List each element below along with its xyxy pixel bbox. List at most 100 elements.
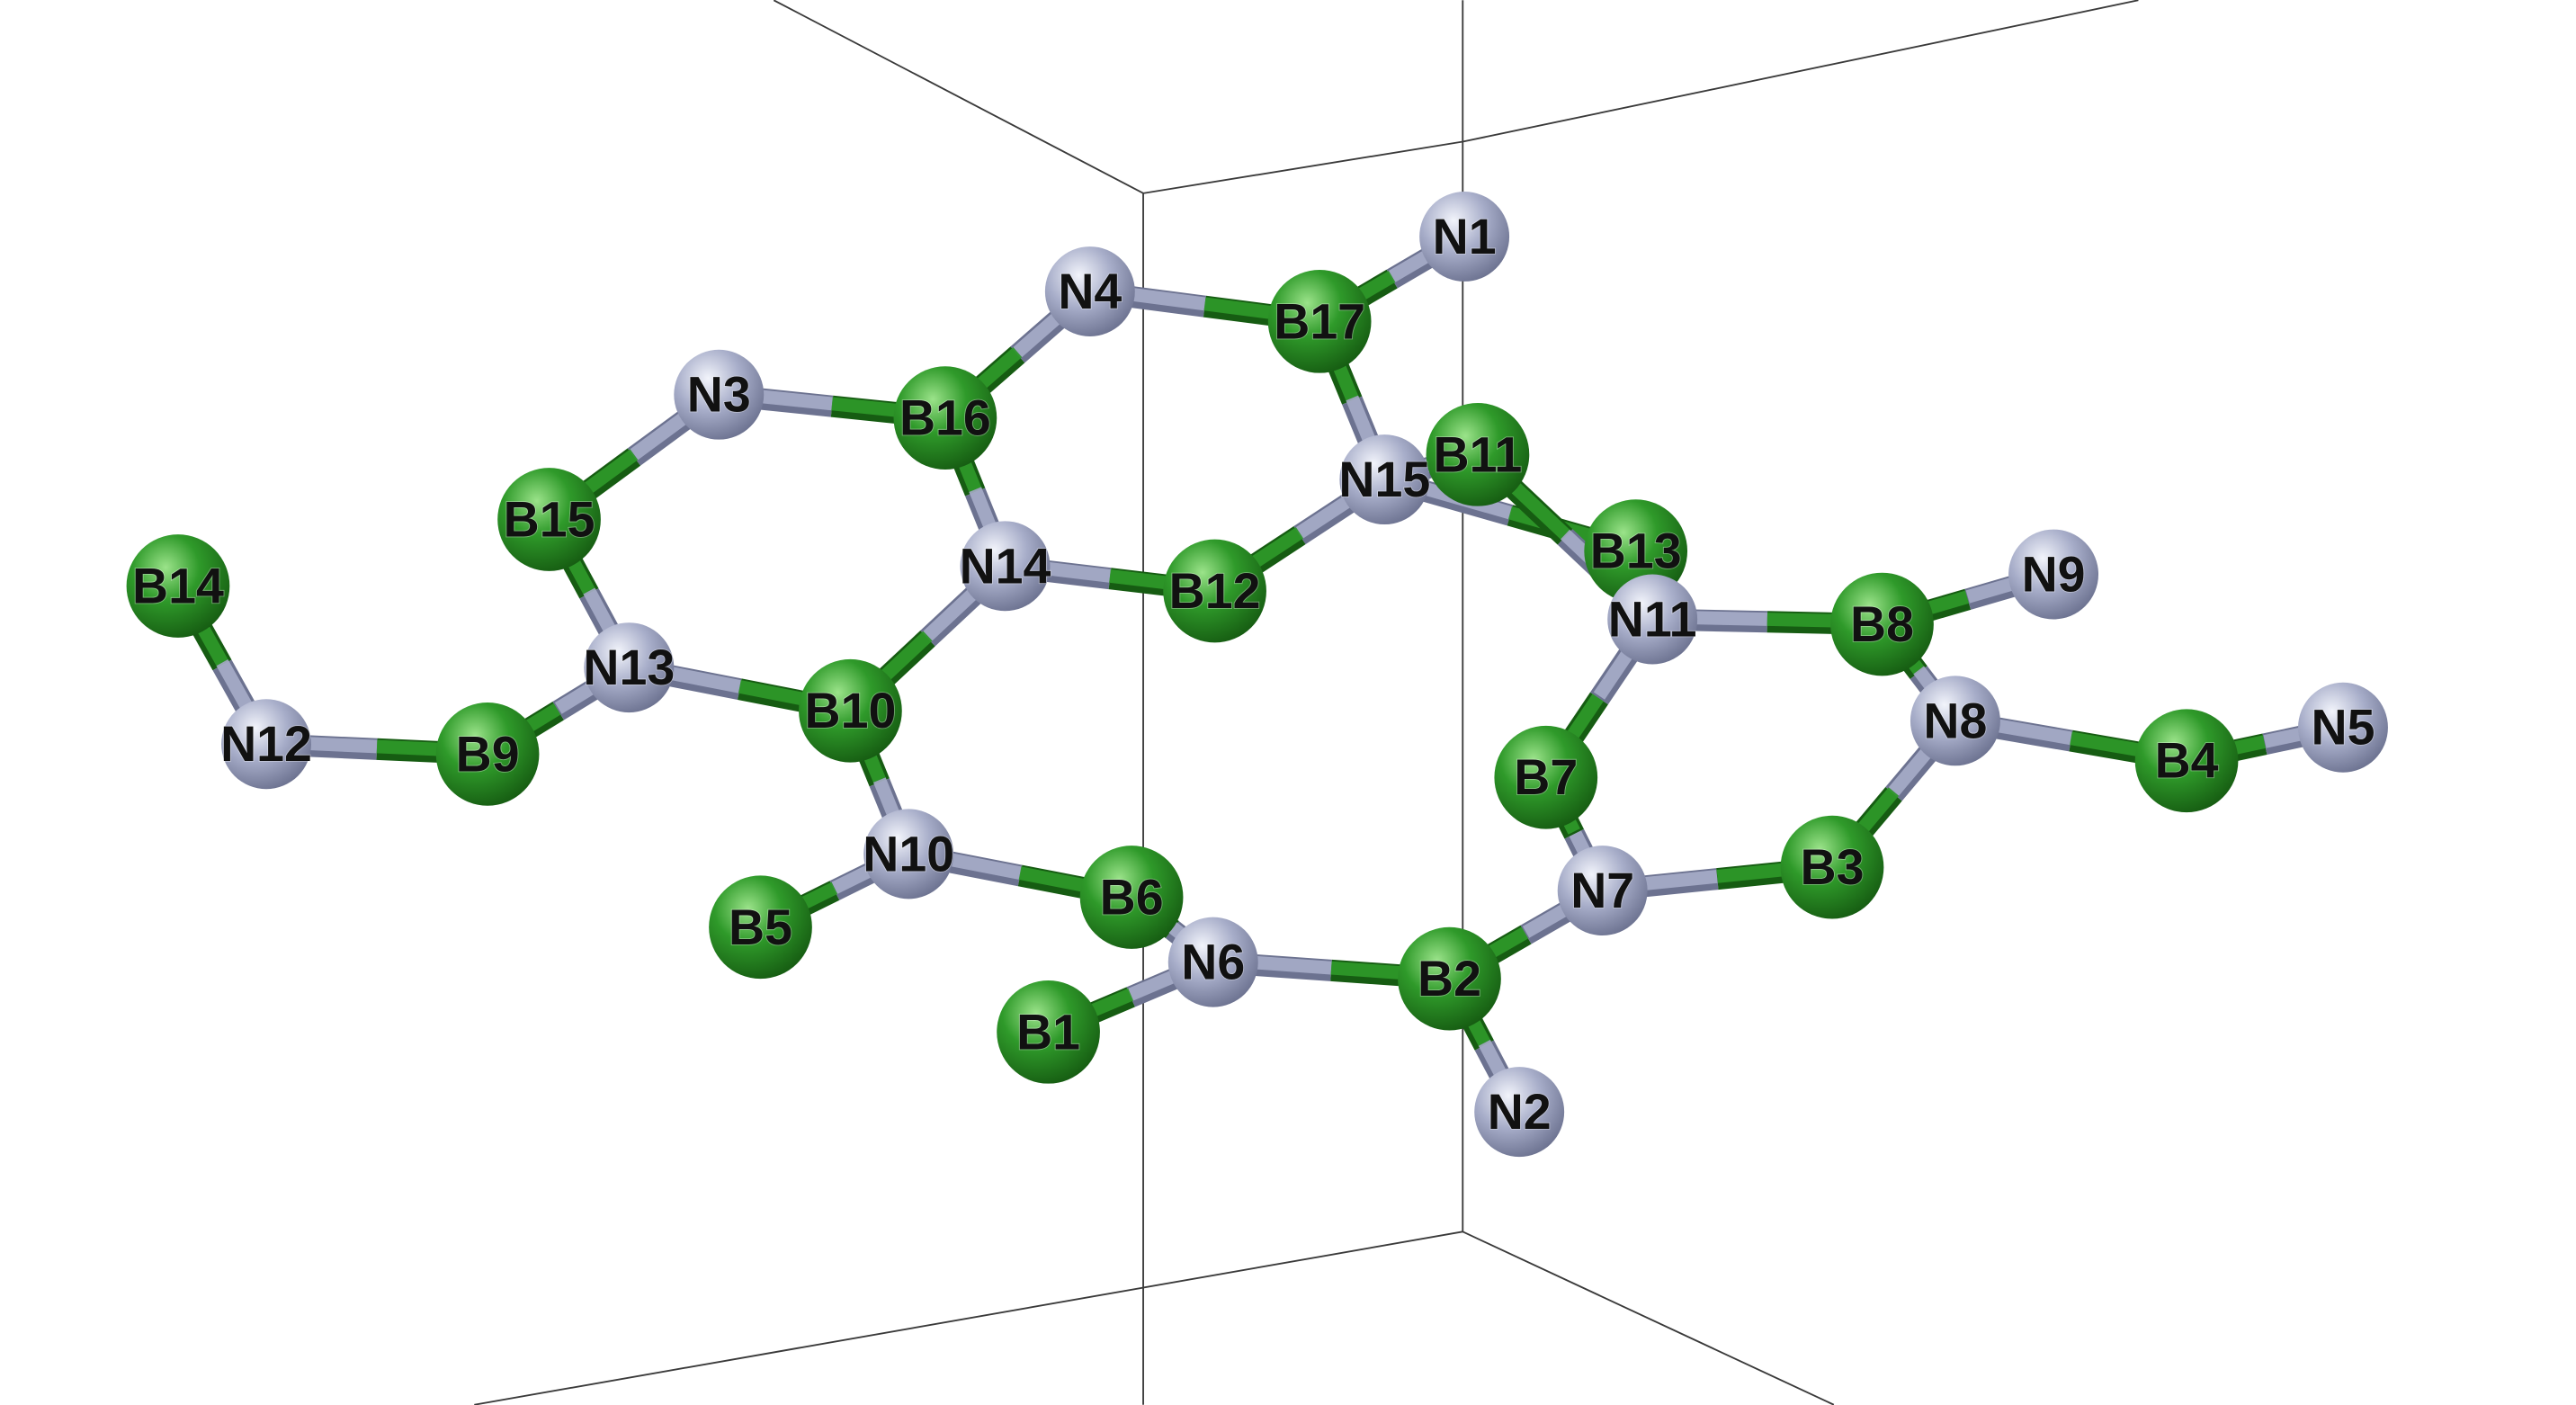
boron-sphere (2134, 709, 2239, 813)
nitrogen-sphere (1044, 246, 1135, 336)
atom-label: B17 (1274, 293, 1365, 349)
atom-label: B4 (2155, 733, 2219, 789)
atom-b17[interactable]: B17 (1267, 269, 1372, 373)
atom-label: N15 (1338, 452, 1430, 507)
atom-label: B9 (456, 726, 520, 782)
atom-b10[interactable]: B10 (799, 658, 902, 763)
atom-label: B6 (1100, 869, 1164, 925)
boron-sphere (1426, 402, 1530, 506)
atom-b8[interactable]: B8 (1830, 572, 1934, 676)
atom-label: N10 (863, 826, 954, 881)
atom-n4[interactable]: N4 (1044, 246, 1135, 336)
atom-label: B2 (1418, 951, 1481, 1007)
atom-b2[interactable]: B2 (1398, 926, 1501, 1031)
nitrogen-sphere (2298, 682, 2388, 773)
atom-label: N13 (583, 640, 675, 695)
atom-n2[interactable]: N2 (1474, 1067, 1565, 1158)
boron-sphere (1398, 926, 1501, 1031)
cell-edge (1142, 140, 1463, 194)
atom-n7[interactable]: N7 (1557, 846, 1648, 936)
atom-label: B12 (1169, 563, 1261, 619)
atom-label: B1 (1016, 1004, 1080, 1060)
cell-edge (1462, 0, 2139, 143)
atom-b9[interactable]: B9 (435, 702, 540, 806)
boron-sphere (1830, 572, 1934, 676)
atom-n10[interactable]: N10 (862, 809, 955, 899)
atom-n14[interactable]: N14 (959, 521, 1051, 612)
nitrogen-sphere (674, 349, 765, 440)
nitrogen-sphere (960, 521, 1051, 612)
atom-label: B10 (805, 683, 897, 738)
boron-sphere (126, 534, 230, 638)
nitrogen-sphere (1419, 192, 1510, 282)
atom-label: B13 (1590, 524, 1682, 579)
atom-b1[interactable]: B1 (997, 980, 1100, 1084)
atom-b3[interactable]: B3 (1780, 815, 1884, 919)
atom-b16[interactable]: B16 (893, 366, 997, 470)
atom-n6[interactable]: N6 (1167, 917, 1258, 1007)
unit-cell-edges (474, 0, 2139, 1405)
atom-n8[interactable]: N8 (1910, 676, 2000, 766)
nitrogen-sphere (1557, 846, 1648, 936)
atom-n5[interactable]: N5 (2298, 682, 2388, 773)
cell-edge (474, 1230, 1463, 1405)
atom-b14[interactable]: B14 (126, 534, 230, 638)
nitrogen-sphere (1910, 676, 2000, 766)
atom-label: N2 (1488, 1084, 1552, 1140)
atom-label: N4 (1058, 264, 1122, 319)
nitrogen-sphere (1474, 1067, 1565, 1158)
nitrogen-sphere (863, 809, 954, 899)
atom-label: N11 (1608, 591, 1697, 647)
atom-label: N8 (1923, 693, 1987, 748)
nitrogen-sphere (584, 622, 675, 713)
atom-b4[interactable]: B4 (2134, 709, 2239, 813)
nitrogen-sphere (2008, 529, 2099, 620)
boron-sphere (1163, 539, 1266, 643)
boron-sphere (1494, 725, 1598, 829)
atom-label: B8 (1850, 596, 1914, 652)
atom-label: N7 (1570, 863, 1634, 918)
atom-label: N9 (2022, 547, 2086, 603)
nitrogen-sphere (1167, 917, 1258, 1007)
boron-sphere (893, 366, 997, 470)
atom-label: N1 (1433, 209, 1497, 264)
bonds-layer (168, 227, 2346, 1117)
cell-edge (1462, 1230, 1835, 1405)
atom-label: B3 (1801, 839, 1865, 895)
atom-label: B15 (504, 491, 595, 547)
atom-label: B7 (1514, 749, 1578, 805)
atom-label: B16 (899, 390, 991, 446)
nitrogen-sphere (221, 699, 311, 790)
atom-b5[interactable]: B5 (709, 875, 812, 980)
atom-n3[interactable]: N3 (674, 349, 765, 440)
atom-n12[interactable]: N12 (219, 699, 313, 790)
boron-sphere (1079, 846, 1184, 949)
boron-sphere (1780, 815, 1884, 919)
atom-n13[interactable]: N13 (583, 622, 675, 713)
atom-n15[interactable]: N15 (1337, 434, 1431, 525)
atom-b15[interactable]: B15 (497, 468, 601, 571)
boron-sphere (435, 702, 540, 806)
atom-label: N6 (1181, 935, 1245, 990)
atom-label: N14 (960, 538, 1051, 594)
boron-sphere (1267, 269, 1372, 373)
atom-label: N5 (2312, 700, 2375, 756)
atom-label: B11 (1434, 426, 1523, 482)
nitrogen-sphere (1339, 434, 1430, 525)
atom-b12[interactable]: B12 (1163, 539, 1266, 643)
atom-b7[interactable]: B7 (1494, 725, 1598, 829)
atom-label: B5 (729, 899, 792, 955)
atom-b11[interactable]: B11 (1426, 402, 1530, 506)
atom-label: N3 (687, 367, 751, 423)
atom-n1[interactable]: N1 (1419, 192, 1510, 282)
atom-n9[interactable]: N9 (2008, 529, 2099, 620)
boron-sphere (709, 875, 812, 980)
atom-n11[interactable]: N11 (1607, 574, 1697, 665)
boron-sphere (799, 658, 902, 763)
cell-edge (773, 0, 1144, 194)
atom-label: B14 (132, 558, 224, 613)
atom-b6[interactable]: B6 (1079, 846, 1184, 949)
